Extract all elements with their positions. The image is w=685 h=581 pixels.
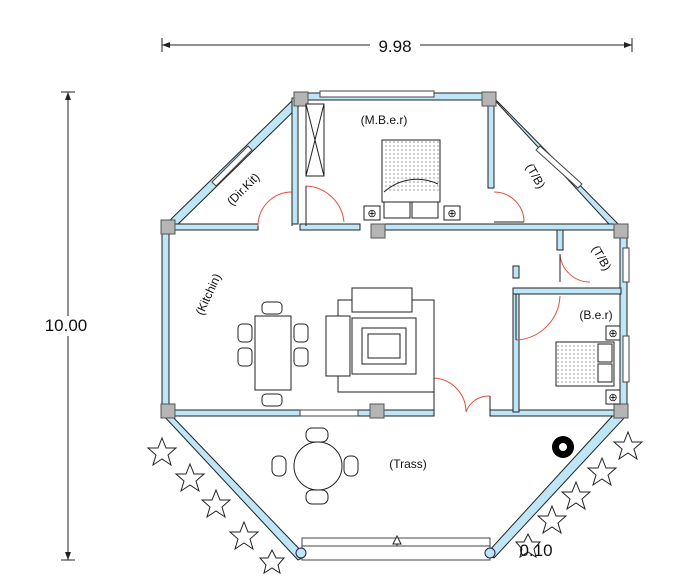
dining-table [237, 301, 309, 407]
offset-dimension-label: 0.10 [519, 541, 552, 560]
plant-icon [200, 488, 232, 519]
plant-icon [146, 436, 178, 467]
label-terrace: (Trass) [389, 457, 427, 471]
label-toilet-bath-1: (T/B) [523, 161, 548, 191]
columns [160, 91, 629, 419]
terrace-table [271, 427, 359, 505]
svg-text:⊕: ⊕ [608, 392, 617, 404]
plant-icon [586, 456, 618, 487]
svg-text:⊕: ⊕ [367, 208, 376, 220]
plant-icon [612, 430, 644, 461]
doors [257, 185, 591, 413]
width-dimension-label: 9.98 [378, 37, 411, 56]
label-bedroom: (B.e.r) [579, 308, 612, 322]
label-master-bedroom: (M.B.e.r) [361, 113, 408, 127]
bedroom-bed: ⊕ ⊕ [555, 325, 621, 405]
plant-icon [258, 548, 286, 575]
svg-text:⊕: ⊕ [608, 328, 617, 340]
plant-icon [174, 462, 206, 493]
label-dining-kitchen: (Dir.Kit) [224, 170, 262, 208]
label-kitchen: (Kitchin) [193, 271, 224, 317]
height-dimension-label: 10.00 [45, 316, 88, 335]
plant-icon [514, 532, 542, 559]
svg-text:⊕: ⊕ [447, 208, 456, 220]
width-dimension: 9.98 [161, 36, 633, 56]
windows [211, 90, 630, 417]
label-toilet-bath-2: (T/B) [589, 243, 614, 273]
plant-icon [228, 520, 260, 551]
round-pillar [552, 436, 574, 458]
plant-icon [560, 480, 592, 511]
plant-icon [536, 504, 568, 535]
height-dimension: 10.00 [38, 91, 98, 561]
plants [146, 430, 644, 575]
master-bed: ⊕ ⊕ [363, 139, 461, 221]
living-sofa [325, 287, 435, 393]
kitchen-cabinet [305, 103, 325, 177]
